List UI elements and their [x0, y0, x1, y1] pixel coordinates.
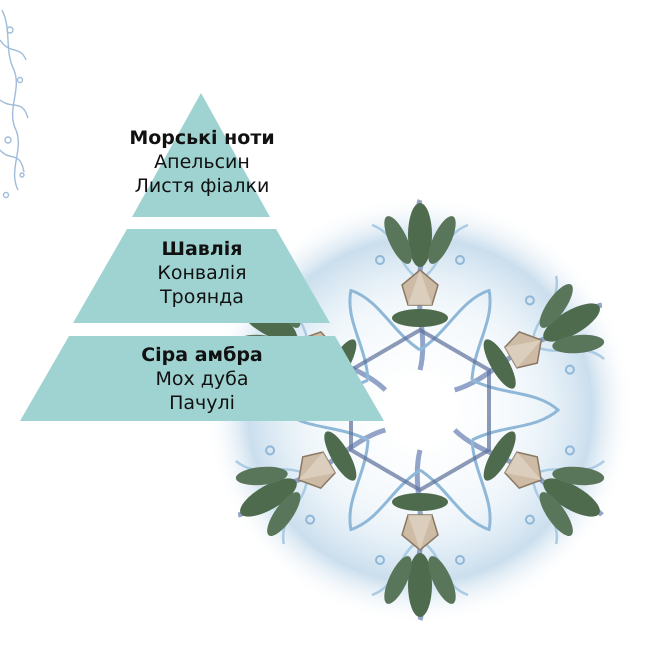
- tier-note: Троянда: [160, 286, 244, 308]
- tier-note: Мох дуба: [155, 368, 249, 390]
- tier-note: Апельсин: [154, 151, 250, 173]
- tier-note: Листя фіалки: [134, 175, 270, 197]
- tier-heading: Сіра амбра: [141, 344, 263, 366]
- pyramid-tier-base-shape: [20, 336, 384, 421]
- tier-note: Пачулі: [169, 392, 235, 414]
- pyramid-tier-middle-shape: [73, 229, 330, 323]
- tier-note: Конвалія: [157, 262, 247, 284]
- tier-heading: Морські ноти: [129, 127, 275, 149]
- tier-heading: Шавлія: [161, 238, 243, 260]
- pyramid-tier-middle: Шавлія Конвалія Троянда: [92, 237, 312, 309]
- pyramid-tier-base: Сіра амбра Мох дуба Пачулі: [92, 343, 312, 415]
- fragrance-pyramid: [20, 93, 384, 421]
- pyramid-tier-top: Морські ноти Апельсин Листя фіалки: [92, 126, 312, 198]
- pyramid-tier-top-shape: [132, 93, 270, 217]
- water-splash-edge-icon: [0, 9, 29, 199]
